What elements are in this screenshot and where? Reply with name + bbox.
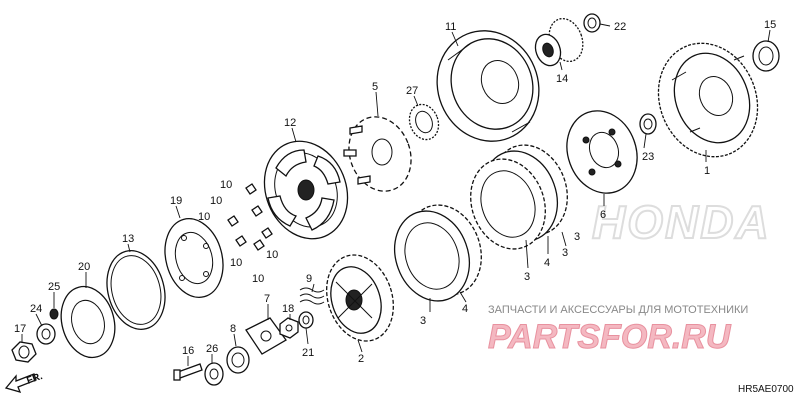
callout-7: 7	[264, 293, 270, 305]
callout-21: 21	[302, 347, 314, 359]
callout-17: 17	[14, 323, 26, 335]
leader-lines	[21, 23, 771, 366]
part-13-ring	[106, 250, 166, 330]
callout-19: 19	[170, 195, 182, 207]
part-9-spring	[299, 287, 325, 305]
callout-12: 12	[284, 117, 296, 129]
part-14-drive-gear	[534, 17, 584, 67]
front-direction-label: FR.	[25, 371, 44, 387]
part-16-bolt	[173, 363, 203, 381]
honda-watermark: HONDA	[592, 196, 771, 248]
callouts: 11 14 22 15 1 23 6 27 5 12 10 10 10 10 1…	[14, 19, 776, 365]
callout-10c: 10	[198, 211, 210, 223]
part-18-nut	[279, 317, 299, 339]
callout-22: 22	[614, 21, 626, 33]
callout-24: 24	[30, 303, 42, 315]
callout-27: 27	[406, 85, 418, 97]
part-24-washer	[36, 323, 56, 345]
clutch-plate-stack-upper	[470, 144, 568, 250]
part-19-friction-disc	[164, 218, 224, 298]
part-11-clutch-outer-bowl	[436, 30, 540, 142]
callout-9: 9	[306, 273, 312, 285]
callout-23: 23	[642, 151, 654, 163]
callout-20: 20	[78, 261, 90, 273]
callout-25: 25	[48, 281, 60, 293]
callout-3b: 3	[524, 271, 530, 283]
callout-3c: 3	[562, 247, 568, 259]
callout-3a: 3	[420, 315, 426, 327]
front-direction-indicator: FR.	[4, 371, 44, 393]
callout-10f: 10	[266, 249, 278, 261]
part-27-needle-bearing	[408, 103, 440, 141]
part-1-clutch-outer-housing	[657, 42, 759, 158]
callout-11: 11	[445, 21, 456, 33]
callout-15: 15	[764, 19, 776, 31]
part-7-lifter-plate	[245, 317, 287, 355]
callout-3d: 3	[574, 231, 580, 243]
part-22-washer	[583, 13, 601, 33]
callout-8: 8	[230, 323, 236, 335]
part-12-centrifugal-clutch-assembly	[263, 140, 349, 240]
callout-18: 18	[282, 303, 294, 315]
part-23-thrust-washer	[639, 113, 657, 135]
callout-1: 1	[704, 165, 710, 177]
callout-10a: 10	[220, 179, 232, 191]
shop-banner-text: ЗАПЧАСТИ И АКСЕССУАРЫ ДЛЯ МОТОТЕХНИКИ	[488, 304, 748, 316]
part-2-clutch-center	[326, 254, 394, 342]
shop-brand-logo: PARTSFOR.RU	[488, 318, 732, 356]
callout-14: 14	[556, 73, 568, 85]
part-5-drive-plate	[343, 116, 412, 192]
diagram-code: HR5AE0700	[738, 384, 794, 395]
part-15-bushing	[752, 40, 780, 72]
part-8-oil-seal	[226, 346, 250, 374]
callout-5: 5	[372, 81, 378, 93]
part-20-cover-plate	[60, 285, 116, 359]
part-21-washer	[298, 311, 314, 329]
part-10-springs	[227, 183, 273, 251]
clutch-plate-stack-lower	[394, 204, 482, 302]
callout-16: 16	[182, 345, 194, 357]
part-26-bearing	[204, 362, 224, 386]
part-25-nut	[49, 308, 59, 320]
callout-2: 2	[358, 353, 364, 365]
part-6-clutch-plate-hub	[566, 110, 638, 194]
callout-13: 13	[122, 233, 134, 245]
callout-10e: 10	[252, 273, 264, 285]
callout-6: 6	[600, 209, 606, 221]
callout-10d: 10	[230, 257, 242, 269]
callout-4b: 4	[544, 257, 550, 269]
callout-26: 26	[206, 343, 218, 355]
callout-4a: 4	[462, 303, 468, 315]
callout-10b: 10	[210, 195, 222, 207]
part-17-lock-nut	[11, 341, 37, 363]
front-arrow-icon	[4, 373, 37, 393]
